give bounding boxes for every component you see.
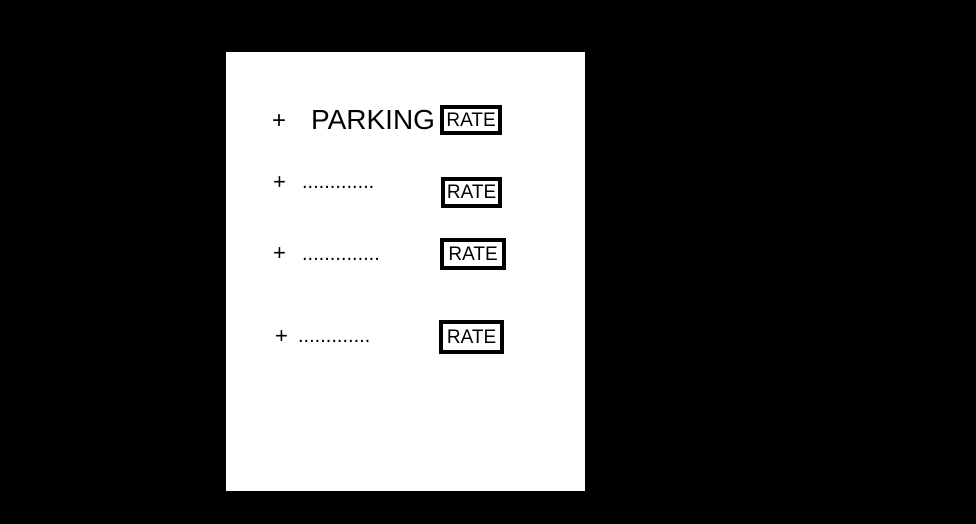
item-label-placeholder: .............. xyxy=(302,243,380,265)
expand-plus-icon[interactable]: + xyxy=(273,240,286,265)
rate-button[interactable]: RATE xyxy=(441,177,502,208)
expand-plus-icon[interactable]: + xyxy=(273,169,286,194)
item-label-placeholder: ............. xyxy=(302,171,375,193)
rate-button[interactable]: RATE xyxy=(439,320,504,354)
rate-button[interactable]: RATE xyxy=(440,105,502,135)
item-label-parking: PARKING xyxy=(311,104,435,135)
expand-plus-icon[interactable]: + xyxy=(272,107,287,134)
item-label-placeholder: ............. xyxy=(298,325,371,347)
rate-button[interactable]: RATE xyxy=(440,238,506,270)
expand-plus-icon[interactable]: + xyxy=(275,323,288,348)
rate-list-panel: + PARKING RATE + ............. RATE + ..… xyxy=(226,52,585,491)
